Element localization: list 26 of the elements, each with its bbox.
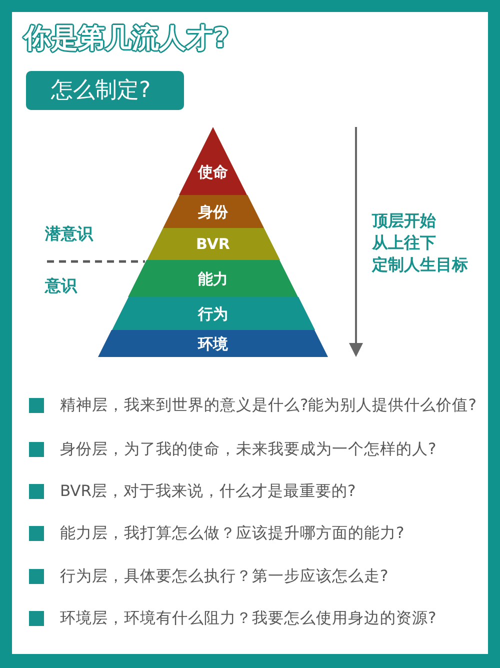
layer-label: 环境 (198, 334, 228, 352)
subtitle-text: 怎么制定? (51, 78, 151, 104)
layer-label: 能力 (198, 270, 228, 288)
list-item-text: 身份层，为了我的使命，未来我要成为一个怎样的人? (60, 439, 436, 459)
list-item-text: BVR层，对于我来说，什么才是最重要的? (60, 481, 356, 501)
side-note: 潜意识 (45, 224, 93, 244)
layer-label: 身份 (198, 202, 228, 220)
layer-label: BVR (196, 235, 230, 253)
pyramid-layer (128, 260, 298, 297)
list-item-text: 环境层，环境有什么阻力？我要怎么使用身边的资源? (60, 608, 436, 628)
pyramid-layer (98, 330, 328, 357)
pyramid-layer (179, 127, 247, 195)
pyramid-layer (162, 195, 264, 228)
pyramid-layer (146, 228, 280, 260)
pyramid-layer (112, 297, 314, 330)
side-note: 从上往下 (372, 233, 436, 253)
layer-label: 行为 (198, 304, 228, 322)
list-item-text: 精神层，我来到世界的意义是什么?能为别人提供什么价值? (60, 395, 476, 415)
side-note: 定制人生目标 (372, 255, 468, 275)
list-item-text: 能力层，我打算怎么做？应该提升哪方面的能力? (60, 523, 404, 543)
poster-title: 你是第几流人才? (24, 22, 229, 56)
side-note: 意识 (45, 276, 77, 296)
side-note: 顶层开始 (372, 211, 436, 231)
layer-label: 使命 (198, 163, 228, 181)
subtitle-banner (26, 71, 184, 110)
list-item-text: 行为层，具体要怎么执行？第一步应该怎么走? (60, 566, 388, 586)
